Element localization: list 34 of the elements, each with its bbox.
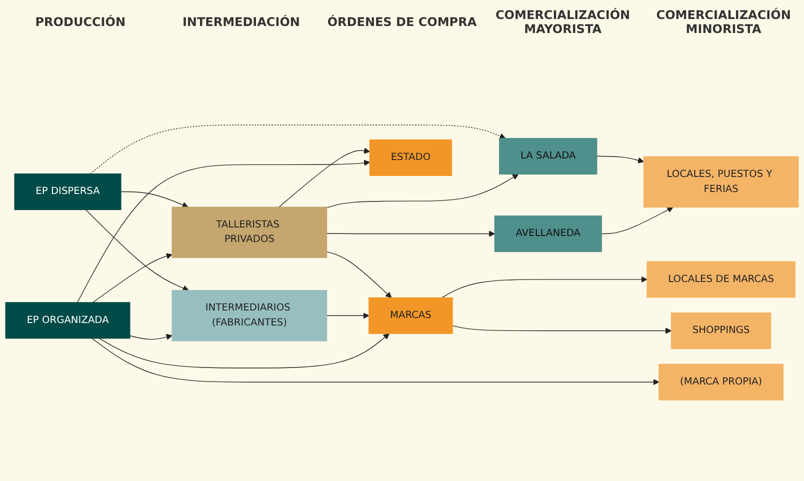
arrow	[77, 160, 370, 303]
arrow	[90, 124, 506, 174]
node-box: MARCAS	[368, 297, 453, 334]
arrow	[326, 251, 392, 298]
arrow	[441, 276, 648, 298]
arrow	[452, 325, 672, 334]
arrow	[120, 191, 188, 208]
node-box: SHOPPINGS	[670, 312, 772, 350]
node-box: EP DISPERSA	[14, 174, 122, 210]
column-header: COMERCIALIZACIÓN MINORISTA	[655, 8, 792, 36]
column-header: ÓRDENES DE COMPRA	[326, 15, 477, 29]
node-box: ESTADO	[369, 139, 452, 176]
node-box: LOCALES DE MARCAS	[646, 261, 796, 298]
node-box: LA SALADA	[499, 138, 598, 175]
node-box: (MARCA PROPIA)	[658, 364, 784, 400]
arrow	[278, 148, 370, 208]
column-header: COMERCIALIZACIÓN MAYORISTA	[494, 8, 632, 36]
node-box: LOCALES, PUESTOS Y FERIAS	[643, 156, 799, 208]
column-header: PRODUCCIÓN	[34, 15, 127, 29]
arrow	[326, 312, 370, 319]
arrow	[130, 334, 172, 340]
arrow	[92, 253, 172, 303]
arrow	[326, 230, 495, 237]
node-box: INTERMEDIARIOS (FABRICANTES)	[172, 290, 328, 342]
arrow	[92, 338, 660, 386]
arrow	[85, 209, 189, 292]
node-box: AVELLANEDA	[494, 216, 602, 252]
arrow	[326, 174, 519, 208]
arrow	[596, 156, 644, 164]
column-header: INTERMEDIACIÓN	[181, 15, 301, 29]
arrow	[98, 333, 390, 368]
node-box: TALLERISTAS PRIVADOS	[172, 206, 328, 258]
arrow	[601, 206, 674, 234]
node-box: EP ORGANIZADA	[5, 302, 130, 339]
